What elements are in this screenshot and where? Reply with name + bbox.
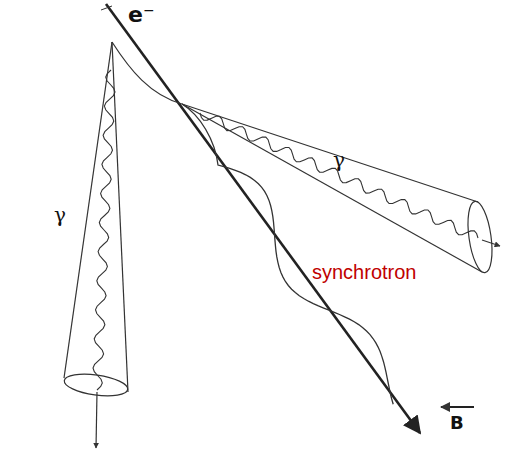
helix-path — [112, 42, 182, 104]
electron-trajectory — [106, 4, 420, 433]
field-label: B — [450, 414, 464, 432]
particle-label: e⁻ — [128, 4, 155, 26]
synchrotron-label: synchrotron — [312, 262, 417, 282]
photon-cone-left — [63, 42, 129, 448]
photon-label: γ — [54, 205, 66, 225]
vector-arrow — [441, 406, 474, 408]
photon-cone-right — [182, 104, 500, 274]
synchrotron-path — [182, 104, 393, 404]
tick — [101, 6, 112, 10]
photon-label: γ — [333, 150, 345, 170]
